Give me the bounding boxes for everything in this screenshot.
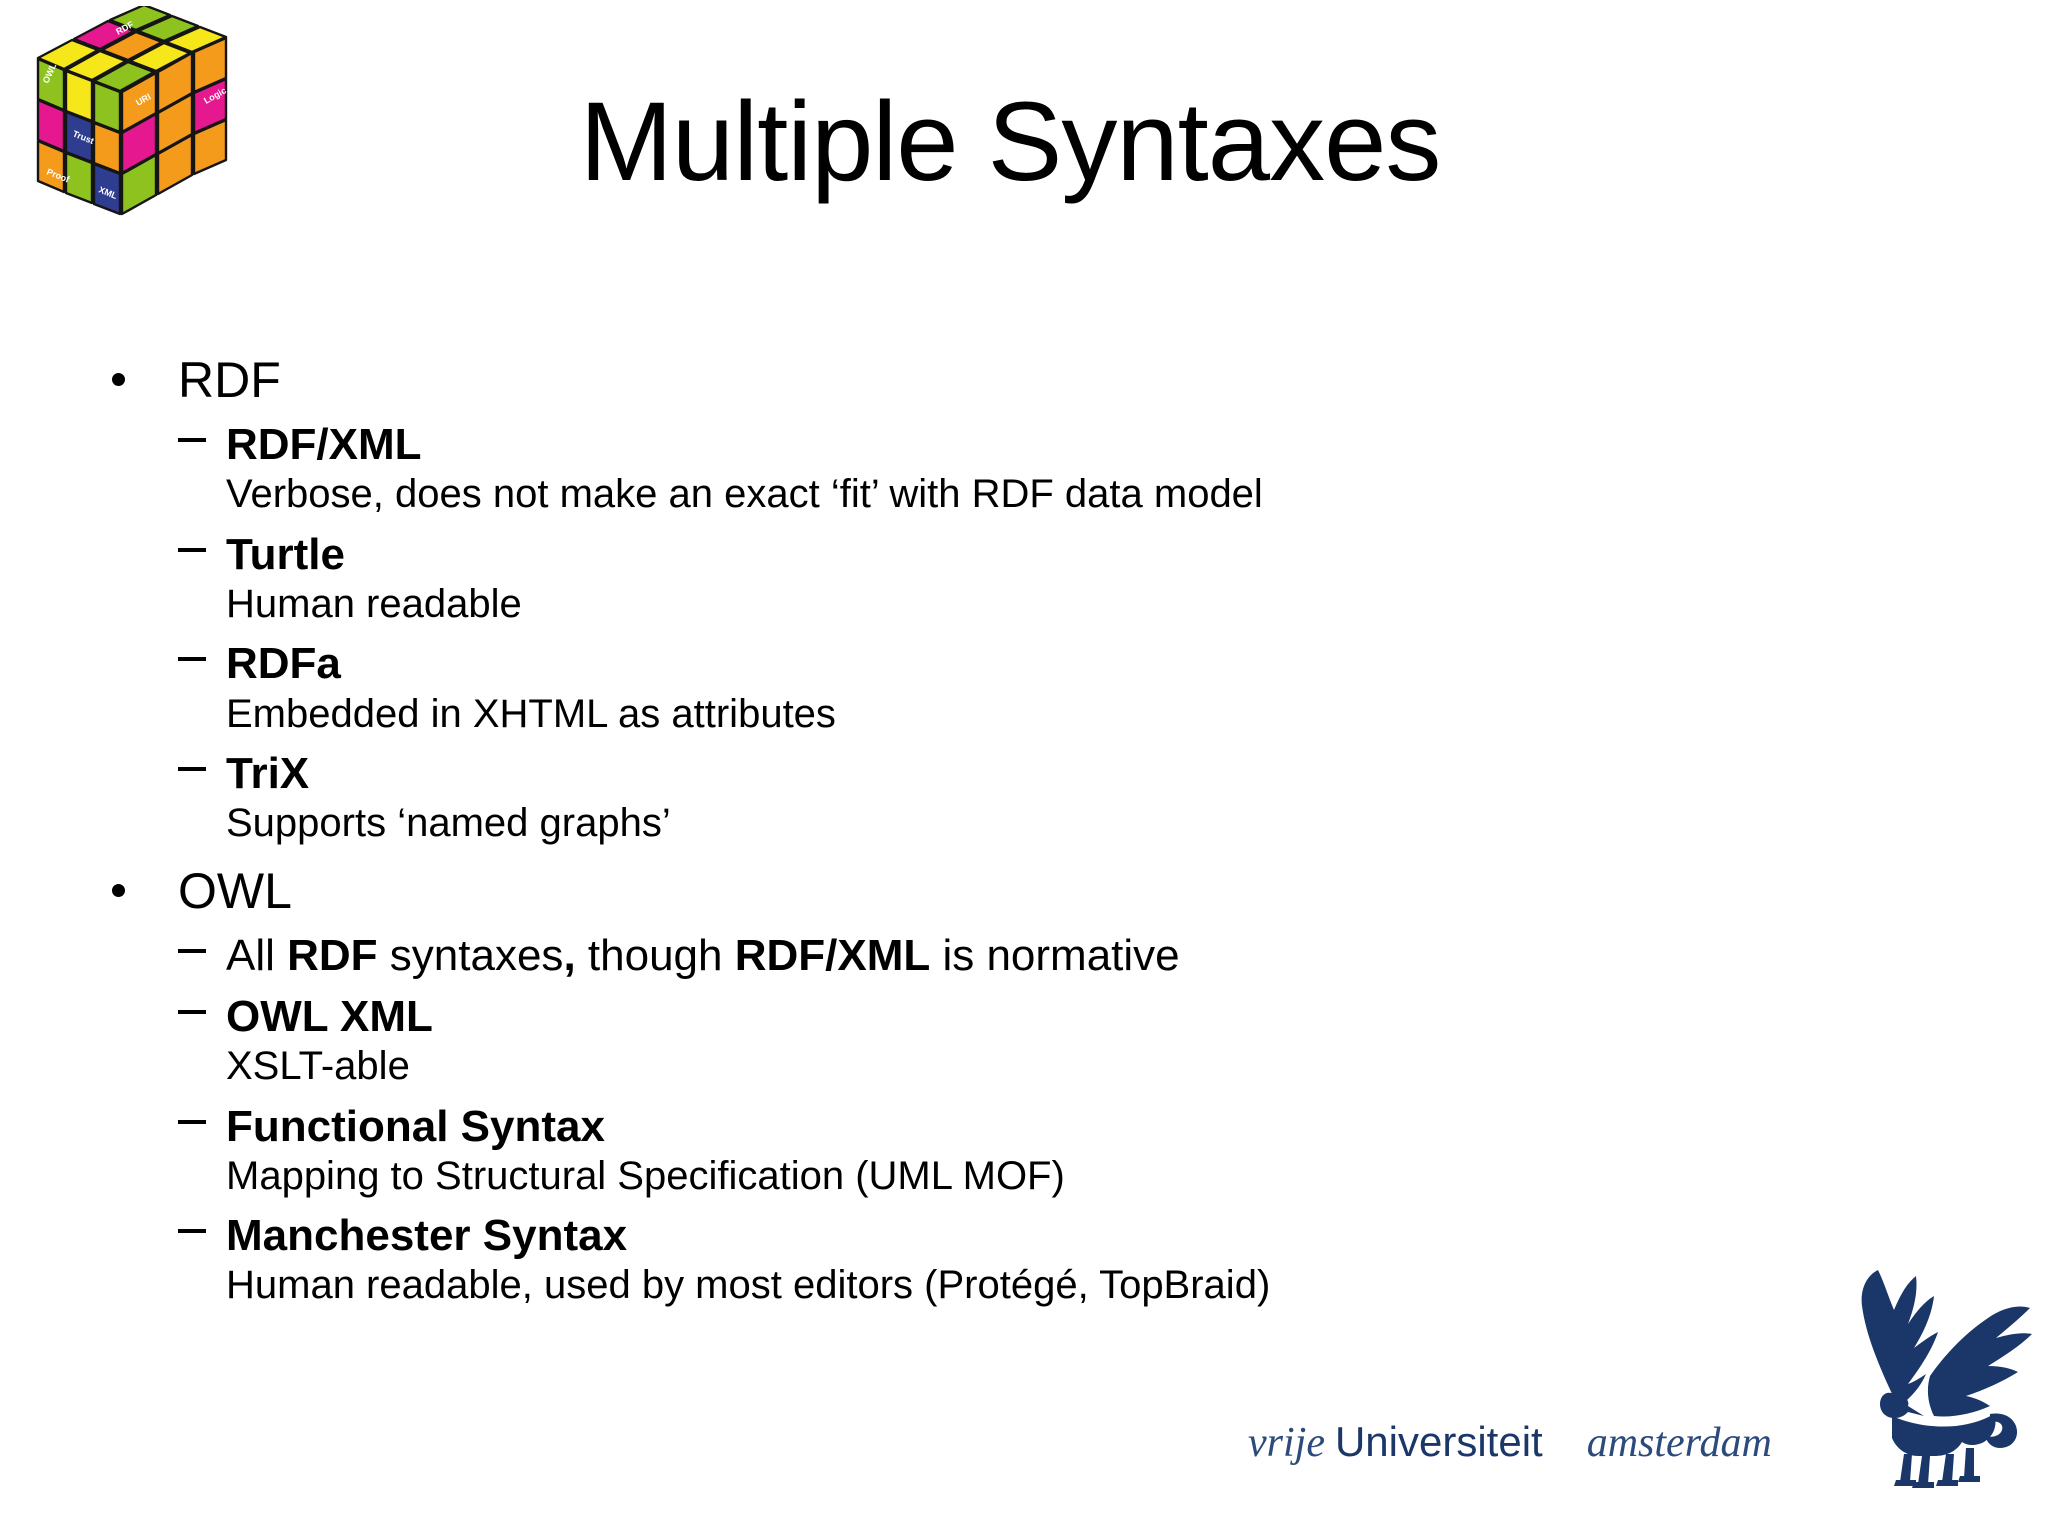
list-item: Turtle Human readable (96, 530, 1796, 628)
dash-bullet-icon (178, 1119, 206, 1124)
sub-bullet-head: All RDF syntaxes, though RDF/XML is norm… (226, 930, 1180, 980)
sub-bullet-desc: Verbose, does not make an exact ‘fit’ wi… (226, 472, 1263, 517)
sub-bullet-head: TriX (226, 748, 310, 798)
dash-bullet-icon (178, 438, 206, 442)
dash-bullet-icon (178, 766, 206, 771)
spacer (96, 847, 1796, 863)
sublist-rdf: RDF/XML Verbose, does not make an exact … (96, 420, 1796, 847)
sub-bullet-desc: Mapping to Structural Specification (UML… (226, 1153, 1065, 1198)
cube-icon: .ol { stroke:#151515; stroke-width:2.4; … (36, 6, 228, 216)
list-item: OWL XML XSLT-able (96, 992, 1796, 1090)
list-item: RDF/XML Verbose, does not make an exact … (96, 420, 1796, 518)
sub-bullet-head: RDFa (226, 639, 341, 689)
bullet-dot-icon (112, 373, 125, 386)
sub-bullet-desc: Human readable, used by most editors (Pr… (226, 1263, 1271, 1308)
dash-bullet-icon (178, 657, 206, 662)
sub-bullet-head: Manchester Syntax (226, 1211, 628, 1261)
dash-bullet-icon (178, 1009, 206, 1014)
bullet-level1-label: RDF (178, 352, 281, 408)
wordmark-amsterdam: amsterdam (1586, 1420, 1772, 1466)
sublist-owl: All RDF syntaxes, though RDF/XML is norm… (96, 931, 1796, 1309)
list-item: All RDF syntaxes, though RDF/XML is norm… (96, 931, 1796, 980)
list-item: RDFa Embedded in XHTML as attributes (96, 639, 1796, 737)
sub-bullet-desc: Embedded in XHTML as attributes (226, 691, 836, 736)
list-item: Functional Syntax Mapping to Structural … (96, 1102, 1796, 1200)
list-item: TriX Supports ‘named graphs’ (96, 749, 1796, 847)
sub-bullet-desc: Human readable (226, 581, 522, 626)
sub-bullet-head: Functional Syntax (226, 1101, 605, 1151)
griffin-icon (1861, 1270, 2032, 1488)
sub-bullet-head: OWL XML (226, 991, 433, 1041)
wordmark-vrije: vrije (1248, 1420, 1325, 1466)
sub-bullet-desc: XSLT-able (226, 1044, 410, 1089)
dash-bullet-icon (178, 547, 206, 552)
dash-bullet-icon (178, 1229, 206, 1234)
sub-bullet-desc: Supports ‘named graphs’ (226, 801, 671, 846)
bullet-dot-icon (112, 883, 125, 897)
bullet-level1-label: OWL (178, 862, 292, 919)
bullet-level1-rdf: RDF (96, 352, 1796, 408)
slide-body: RDF RDF/XML Verbose, does not make an ex… (96, 352, 1796, 1309)
vu-amsterdam-wordmark: vrije Universiteit amsterdam (1248, 1418, 1772, 1467)
sub-bullet-head: RDF/XML (226, 420, 422, 469)
sub-bullet-head: Turtle (226, 529, 345, 579)
wordmark-universiteit: Universiteit (1334, 1418, 1543, 1465)
dash-bullet-icon (178, 948, 206, 953)
semantic-web-cube-image: .ol { stroke:#151515; stroke-width:2.4; … (10, 6, 250, 256)
page-title: Multiple Syntaxes (579, 79, 1442, 204)
list-item: Manchester Syntax Human readable, used b… (96, 1211, 1796, 1309)
bullet-level1-owl: OWL (96, 863, 1796, 919)
